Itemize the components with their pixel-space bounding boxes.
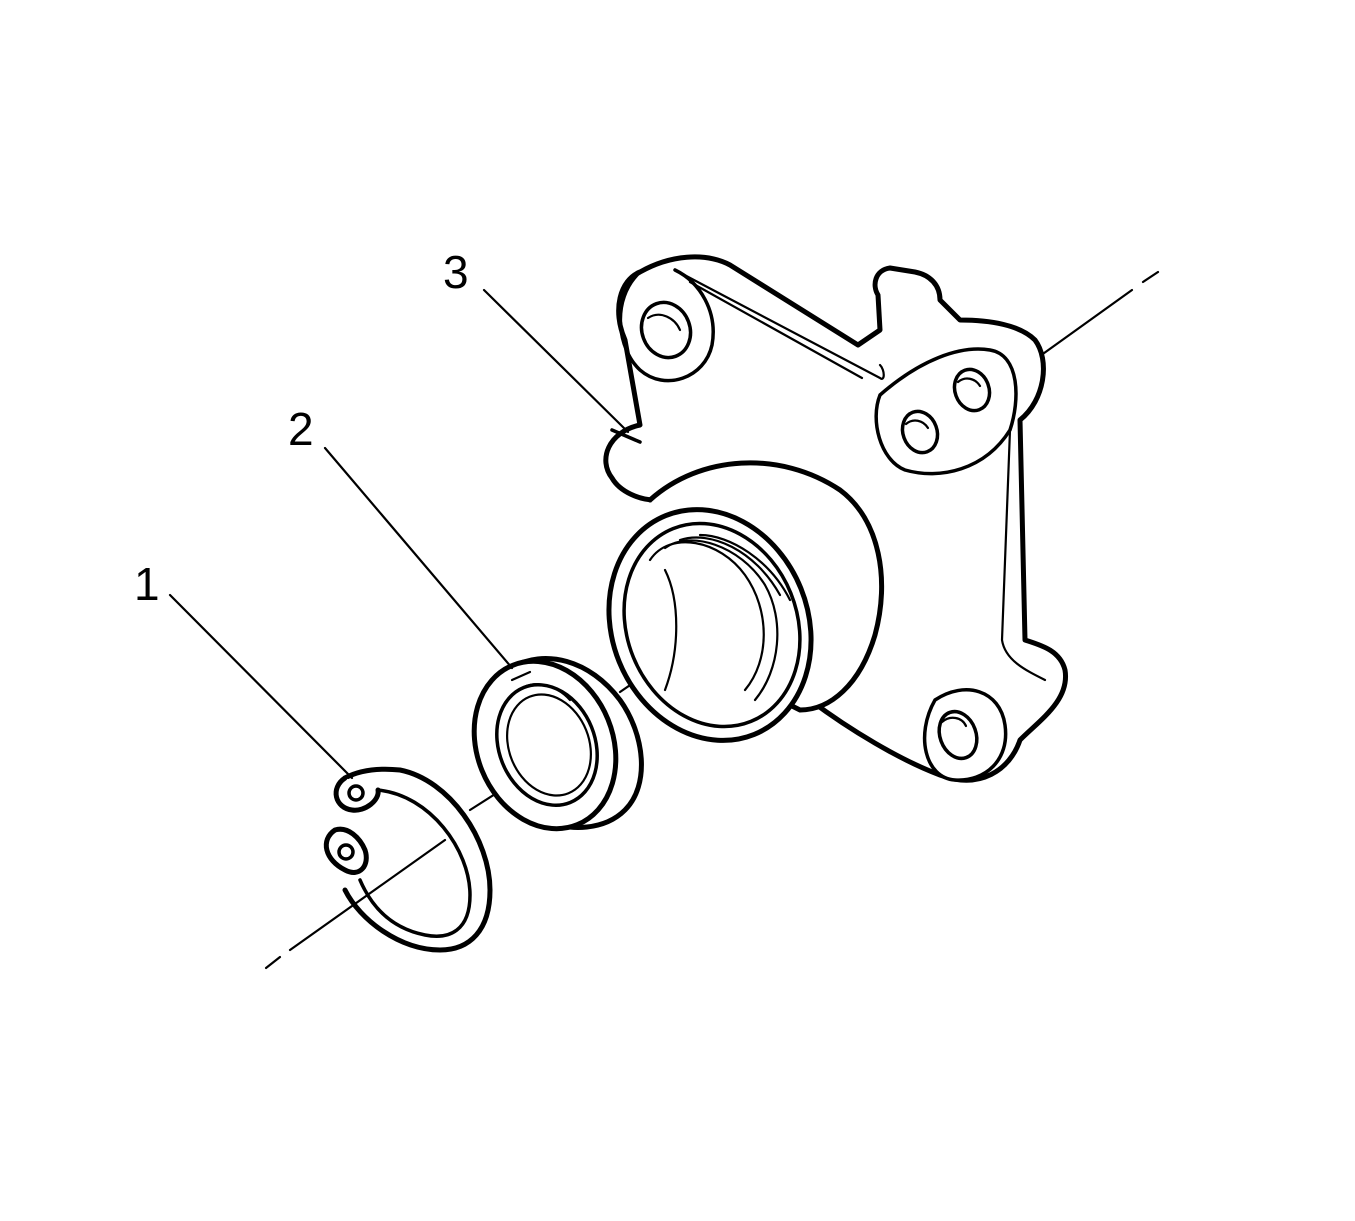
bearing-part-2 <box>471 656 644 832</box>
snap-ring-part-1 <box>323 766 493 953</box>
callout-label-2: 2 <box>288 403 314 455</box>
callout-labels: 1 2 3 <box>134 246 469 610</box>
leader-lines <box>168 288 630 780</box>
callout-label-3: 3 <box>443 246 469 298</box>
leader-line-3 <box>482 288 630 434</box>
leader-line-1 <box>168 593 354 780</box>
leader-line-2 <box>323 446 514 670</box>
housing-part-3 <box>603 254 1068 783</box>
callout-label-1: 1 <box>134 558 160 610</box>
